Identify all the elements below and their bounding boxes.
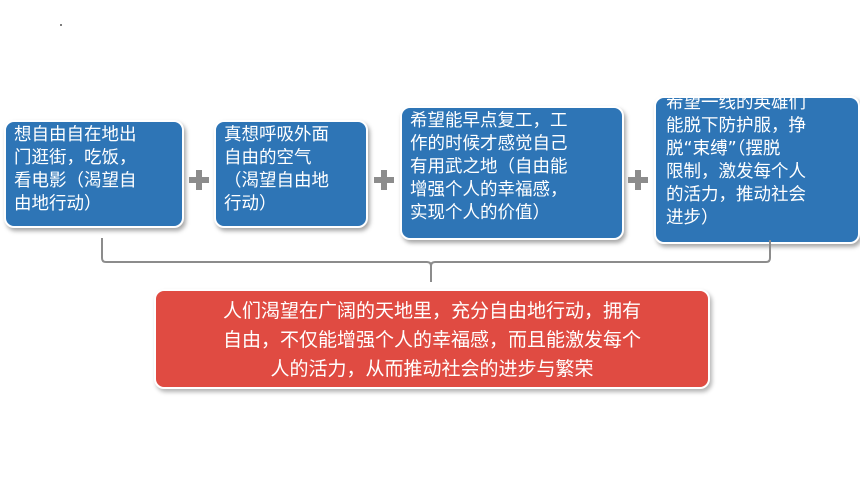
plus-icon bbox=[374, 170, 394, 190]
idea-box-frontline-heroes: 希望一线的英雄们 能脱下防护服，挣 脱“束缚”（摆脱 限制，激发每个人 的活力，… bbox=[654, 96, 860, 244]
idea-box-go-out: 想自由自在地出 门逛街，吃饭， 看电影（渴望自 由地行动） bbox=[4, 120, 184, 228]
plus-icon bbox=[628, 170, 648, 190]
idea-box-frontline-heroes-text: 希望一线的英雄们 能脱下防护服，挣 脱“束缚”（摆脱 限制，激发每个人 的活力，… bbox=[666, 96, 806, 228]
idea-box-return-work: 希望能早点复工，工 作的时候才感觉自己 有用武之地（自由能 增强个人的幸福感， … bbox=[400, 106, 624, 240]
idea-box-fresh-air: 真想呼吸外面 自由的空气 （渴望自由地 行动） bbox=[214, 120, 368, 228]
decorative-dot bbox=[60, 24, 62, 26]
summary-box: 人们渴望在广阔的天地里，充分自由地行动，拥有 自由，不仅能增强个人的幸福感，而且… bbox=[154, 289, 710, 389]
plus-icon bbox=[189, 170, 209, 190]
